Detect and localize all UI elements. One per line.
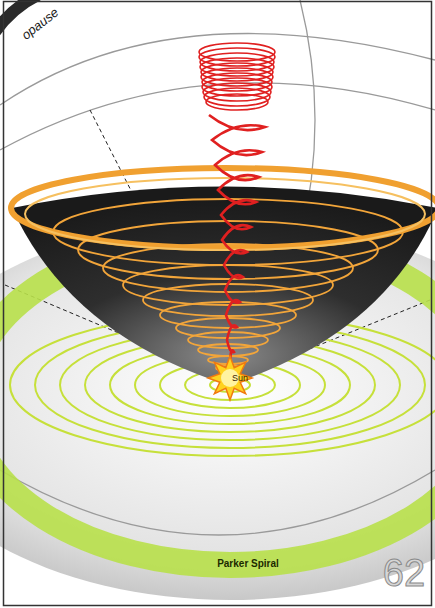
page-number: 62 <box>383 553 425 595</box>
sun-label: Sun <box>232 374 248 384</box>
region-label: Parker Spiral <box>217 558 279 569</box>
